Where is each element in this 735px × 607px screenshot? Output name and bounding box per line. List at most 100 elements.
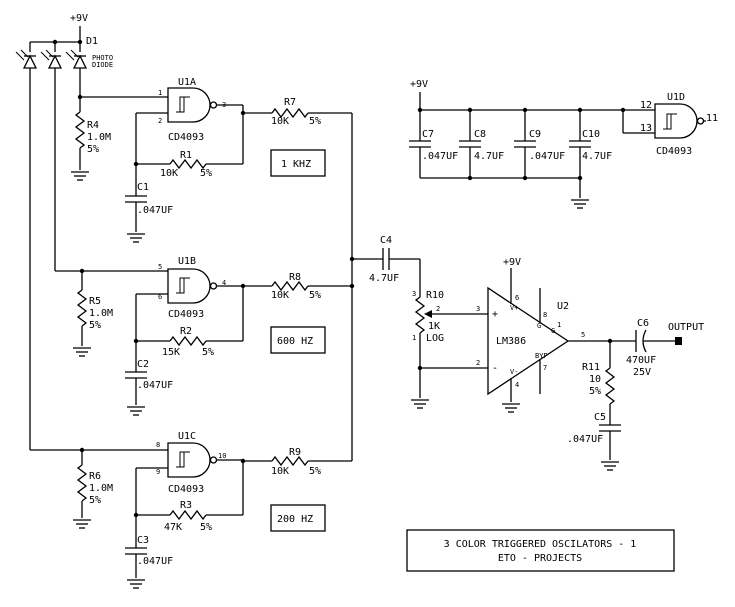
u1d-pin-in1: 12	[640, 100, 652, 111]
amp-lbl-vplus: V+	[510, 304, 518, 312]
amp-pin-minus: 2	[476, 359, 480, 367]
stage-u1a: R4 1.0M 5% U1A CD4093 1 2 3 R7 10K 5% R1…	[70, 77, 352, 243]
supply-label-top: +9V	[70, 13, 88, 24]
r10-pin1: 1	[412, 334, 416, 342]
output-label: OUTPUT	[668, 322, 704, 333]
freq-box-200hz	[270, 504, 326, 532]
r1-value: 10K	[160, 168, 178, 179]
d1-note-1: PHOTO	[92, 54, 113, 62]
r6-value: 1.0M	[89, 483, 113, 494]
amp-part: LM386	[496, 336, 526, 347]
mix-bus: C4 4.7UF	[349, 113, 421, 461]
r7-tol: 5%	[309, 116, 321, 127]
c1-ref: C1	[137, 182, 149, 193]
amp-sym-minus: -	[492, 363, 498, 374]
r2-tol: 5%	[202, 347, 214, 358]
amp-pin-out: 5	[581, 331, 585, 339]
c7-value: .047UF	[422, 151, 458, 162]
u1b-ref: U1B	[178, 256, 196, 267]
r5-ref: R5	[89, 296, 101, 307]
r8-value: 10K	[271, 290, 289, 301]
r7-ref: R7	[284, 97, 296, 108]
r1-ref: R1	[180, 150, 192, 161]
u1a-pin-in1: 1	[158, 89, 162, 97]
title-block: 3 COLOR TRIGGERED OSCILATORS - 1 ETO - P…	[406, 529, 675, 572]
title-line-1: 3 COLOR TRIGGERED OSCILATORS - 1	[444, 539, 637, 550]
c9-ref: C9	[529, 129, 541, 140]
c4-ref: C4	[380, 235, 392, 246]
u1d-part: CD4093	[656, 146, 692, 157]
r10-pin2: 2	[436, 305, 440, 313]
r10-pin3: 3	[412, 290, 416, 298]
amp-pin-vminus: 4	[515, 381, 519, 389]
amp-ref: U2	[557, 301, 569, 312]
r11-ref: R11	[582, 362, 600, 373]
r7-value: 10K	[271, 116, 289, 127]
r10-value: 1K	[428, 321, 440, 332]
amp-pin-1: 1	[557, 321, 561, 329]
amp-lbl-byp: BYP	[535, 352, 548, 360]
amp-sym-plus: +	[492, 309, 498, 320]
r5-tol: 5%	[89, 320, 101, 331]
r1-tol: 5%	[200, 168, 212, 179]
c7-ref: C7	[422, 129, 434, 140]
r3-value: 47K	[164, 522, 182, 533]
u1c-pin-out: 10	[218, 452, 226, 460]
amp-pin-vplus: 6	[515, 294, 519, 302]
r9-value: 10K	[271, 466, 289, 477]
r2-ref: R2	[180, 326, 192, 337]
title-line-2: ETO - PROJECTS	[498, 553, 582, 564]
c10-ref: C10	[582, 129, 600, 140]
r8-tol: 5%	[309, 290, 321, 301]
supply-label-right: +9V	[410, 79, 428, 90]
u1d-pin-in2: 13	[640, 123, 652, 134]
u1b-pin-in1: 5	[158, 263, 162, 271]
r8-ref: R8	[289, 272, 301, 283]
u1a-ref: U1A	[178, 77, 196, 88]
c6-value: 470UF	[626, 355, 656, 366]
r6-tol: 5%	[89, 495, 101, 506]
freq-label-200hz: 200 HZ	[277, 514, 313, 525]
amp-lbl-gain1: G	[551, 327, 555, 335]
c3-value: .047UF	[137, 556, 173, 567]
amp-supply-label: +9V	[503, 257, 521, 268]
r11-value: 10	[589, 374, 601, 385]
stage-u1c: R6 1.0M 5% U1C CD4093 8 9 10 R9 10K 5% R…	[72, 431, 352, 589]
c6-voltage: 25V	[633, 367, 651, 378]
amp-lbl-gain8: G	[537, 322, 541, 330]
u1c-ref: U1C	[178, 431, 196, 442]
amplifier-u2: +9V 6 4 3 2 + - V+ V- G G BYP 8 1 7 LM38…	[476, 257, 570, 413]
decoupling-bank: +9V C7 .047UF C8 4.7UF C9 .047UF C10	[409, 79, 626, 209]
amp-lbl-vminus: V-	[510, 368, 518, 376]
u1a-part: CD4093	[168, 132, 204, 143]
photodiode-d1: D1 PHOTO DIODE	[15, 36, 113, 74]
u1a-pin-in2: 2	[158, 117, 162, 125]
r9-ref: R9	[289, 447, 301, 458]
c2-ref: C2	[137, 359, 149, 370]
c3-ref: C3	[137, 535, 149, 546]
u1d-pin-out: 11	[706, 113, 718, 124]
c8-value: 4.7UF	[474, 151, 504, 162]
stage-u1b: R5 1.0M 5% U1B CD4093 5 6 4 R8 10K 5% R2…	[72, 256, 352, 416]
c5-value: .047UF	[567, 434, 603, 445]
c9-value: .047UF	[529, 151, 565, 162]
r4-tol: 5%	[87, 144, 99, 155]
r10-ref: R10	[426, 290, 444, 301]
r3-ref: R3	[180, 500, 192, 511]
r3-tol: 5%	[200, 522, 212, 533]
freq-label-1khz: 1 KHZ	[281, 159, 311, 170]
c4-value: 4.7UF	[369, 273, 399, 284]
u1c-part: CD4093	[168, 484, 204, 495]
output-stage: 5 C6 470UF 25V OUTPUT R11 10 5% C5 .047U…	[567, 318, 704, 471]
pot-r10: R10 3 2 1 1K LOG	[410, 290, 488, 409]
u1d-ref: U1D	[667, 92, 685, 103]
r4-ref: R4	[87, 120, 99, 131]
c10-value: 4.7UF	[582, 151, 612, 162]
freq-box-600hz	[270, 326, 326, 354]
c5-ref: C5	[594, 412, 606, 423]
c1-value: .047UF	[137, 205, 173, 216]
u1c-pin-in2: 9	[156, 468, 160, 476]
u1c-pin-in1: 8	[156, 441, 160, 449]
r5-value: 1.0M	[89, 308, 113, 319]
